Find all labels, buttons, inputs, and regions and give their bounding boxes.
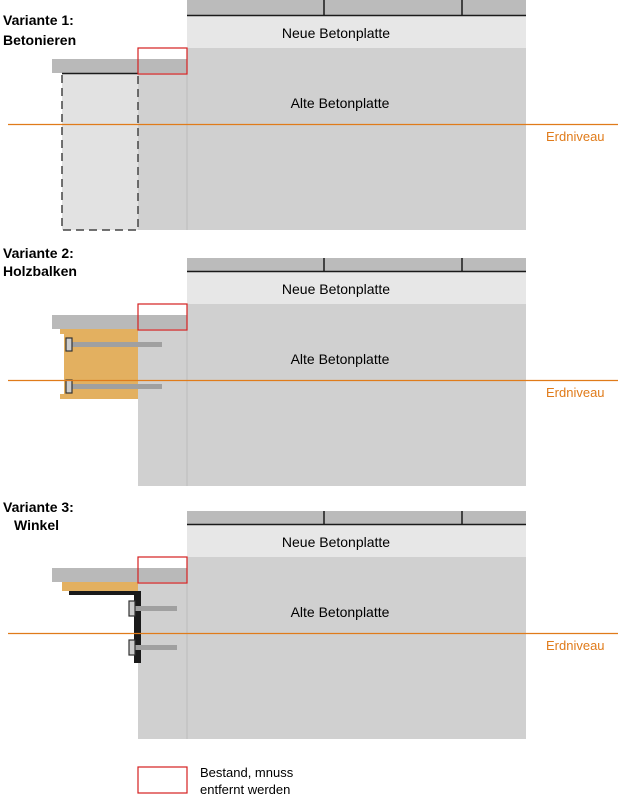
variant-2-ground-label: Erdniveau xyxy=(546,385,605,400)
variant-2-old-slab-main xyxy=(187,304,526,486)
variant-2-bolt-head xyxy=(65,379,73,394)
variant-3-bolt-shaft xyxy=(134,606,177,611)
variant-2-ledge xyxy=(52,315,187,329)
variant-2-remove-box xyxy=(137,303,188,331)
variant-1-old-slab-step xyxy=(138,73,187,230)
variant-3-old-slab-step xyxy=(138,582,187,739)
variant-3-bolt-head xyxy=(128,639,136,656)
variant-2-title-line-2: Holzbalken xyxy=(3,263,77,279)
variant-3-new-slab-label: Neue Betonplatte xyxy=(282,534,390,550)
variant-3-bolt-head xyxy=(128,600,136,617)
variant-3-title-line-1: Variante 3: xyxy=(3,499,74,515)
variant-1-remove-box xyxy=(137,47,188,75)
variant-3-steel-angle-horizontal xyxy=(69,591,141,595)
variant-1-top-strip xyxy=(187,0,526,15)
variant-2-title-line-1: Variante 2: xyxy=(3,245,74,261)
variant-3-ground-label: Erdniveau xyxy=(546,638,605,653)
variant-2-new-slab-label: Neue Betonplatte xyxy=(282,281,390,297)
variant-3-title-line-2: Winkel xyxy=(14,517,59,533)
variant-2-bolt-shaft xyxy=(70,384,162,389)
variant-3-ledge xyxy=(52,568,187,582)
variant-1-new-slab-label: Neue Betonplatte xyxy=(282,25,390,41)
variant-3-steel-angle-vertical xyxy=(134,591,141,663)
legend-label-line-1: Bestand, mnuss xyxy=(200,765,294,780)
variant-1-ledge xyxy=(52,59,187,73)
variant-1-ground-label: Erdniveau xyxy=(546,129,605,144)
variant-1-title-line-1: Variante 1: xyxy=(3,12,74,28)
variant-1-section: Variante 1: Betonieren Neue Betonplatte … xyxy=(3,0,618,231)
variant-2-section: Variante 2: Holzbalken Neue Betonplatte … xyxy=(3,245,618,486)
variant-2-bolt-shaft xyxy=(70,342,162,347)
variant-2-top-strip xyxy=(187,258,526,272)
variant-3-wood-layer xyxy=(62,582,138,591)
variant-3-top-strip xyxy=(187,511,526,525)
variant-2-old-slab-step xyxy=(138,329,187,486)
variant-3-old-slab-main xyxy=(187,557,526,739)
variant-2-old-slab-label: Alte Betonplatte xyxy=(291,351,390,367)
variant-3-new-slab xyxy=(187,525,526,557)
variant-1-new-slab xyxy=(187,16,526,48)
variant-3-bolt-shaft xyxy=(134,645,177,650)
variant-1-title-line-2: Betonieren xyxy=(3,32,76,48)
variant-3-section: Variante 3: Winkel Neue Betonplatte Alte… xyxy=(3,499,618,739)
legend-label-line-2: entfernt werden xyxy=(200,782,290,797)
variant-3-remove-box xyxy=(137,556,188,584)
variant-1-poured-concrete xyxy=(62,74,138,230)
variant-1-old-slab-main xyxy=(187,48,526,230)
variant-1-old-slab-label: Alte Betonplatte xyxy=(291,95,390,111)
variant-2-bolt-head xyxy=(65,337,73,352)
legend-remove-box xyxy=(137,766,188,794)
variant-3-old-slab-label: Alte Betonplatte xyxy=(291,604,390,620)
legend: Bestand, mnuss entfernt werden xyxy=(137,765,294,797)
variant-2-new-slab xyxy=(187,272,526,304)
